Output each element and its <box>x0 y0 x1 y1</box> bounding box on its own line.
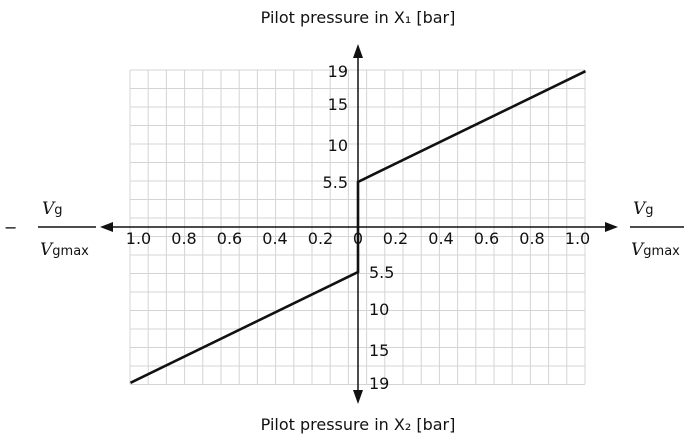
x-label-right-num-sub: g <box>645 203 653 218</box>
y-axis-arrow-up <box>353 44 363 58</box>
svg-text:Vg: Vg <box>42 199 63 219</box>
x-tick-label-left: 0.4 <box>262 229 287 248</box>
y-tick-label-upper: 19 <box>328 62 348 81</box>
x-tick-label-zero: 0 <box>353 229 363 248</box>
x-label-left-num-sub: g <box>54 203 62 218</box>
series-line-0 <box>129 70 587 384</box>
y-tick-label-upper: 10 <box>328 136 348 155</box>
x-tick-label-right: 0.6 <box>474 229 499 248</box>
title-top: Pilot pressure in X₁ [bar] <box>261 8 456 27</box>
x-label-left: − Vg Vgmax <box>4 199 96 260</box>
x-tick-label-right: 0.8 <box>519 229 544 248</box>
x-axis-arrow-right <box>605 222 618 232</box>
x-label-left-num: V <box>42 199 56 219</box>
x-tick-label-left: 0.2 <box>308 229 333 248</box>
x-tick-label-right: 1.0 <box>565 229 590 248</box>
svg-text:Vgmax: Vgmax <box>40 240 89 260</box>
x-label-right-num: V <box>633 199 647 219</box>
svg-text:Vg: Vg <box>633 199 654 219</box>
x-label-right-den: V <box>631 240 645 260</box>
y-tick-label-lower: 15 <box>369 341 389 360</box>
y-tick-label-lower: 5.5 <box>369 263 394 282</box>
x-tick-label-right: 0.4 <box>428 229 453 248</box>
series-layer <box>129 70 587 384</box>
title-bottom: Pilot pressure in X₂ [bar] <box>261 415 456 434</box>
x-axis-arrow-left <box>100 222 113 232</box>
x-label-left-sign: − <box>4 218 17 237</box>
y-axis-arrow-down <box>353 390 363 404</box>
x-label-left-den: V <box>40 240 54 260</box>
tick-labels: 1.0 0.8 0.6 0.4 0.2 0.2 0.4 0.6 0.8 1.0 0 19 15 10 5.5… <box>126 62 590 393</box>
x-tick-label-right: 0.2 <box>383 229 408 248</box>
x-label-right-den-sub: gmax <box>643 244 680 259</box>
y-tick-label-upper: 5.5 <box>323 173 348 192</box>
svg-text:Vgmax: Vgmax <box>631 240 680 260</box>
y-tick-label-upper: 15 <box>328 95 348 114</box>
y-tick-label-lower: 19 <box>369 374 389 393</box>
y-tick-label-lower: 10 <box>369 300 389 319</box>
x-tick-label-left: 0.6 <box>217 229 242 248</box>
x-tick-label-left: 1.0 <box>126 229 151 248</box>
x-tick-label-left: 0.8 <box>171 229 196 248</box>
x-label-left-den-sub: gmax <box>52 244 89 259</box>
x-label-right: Vg Vgmax <box>630 199 684 260</box>
